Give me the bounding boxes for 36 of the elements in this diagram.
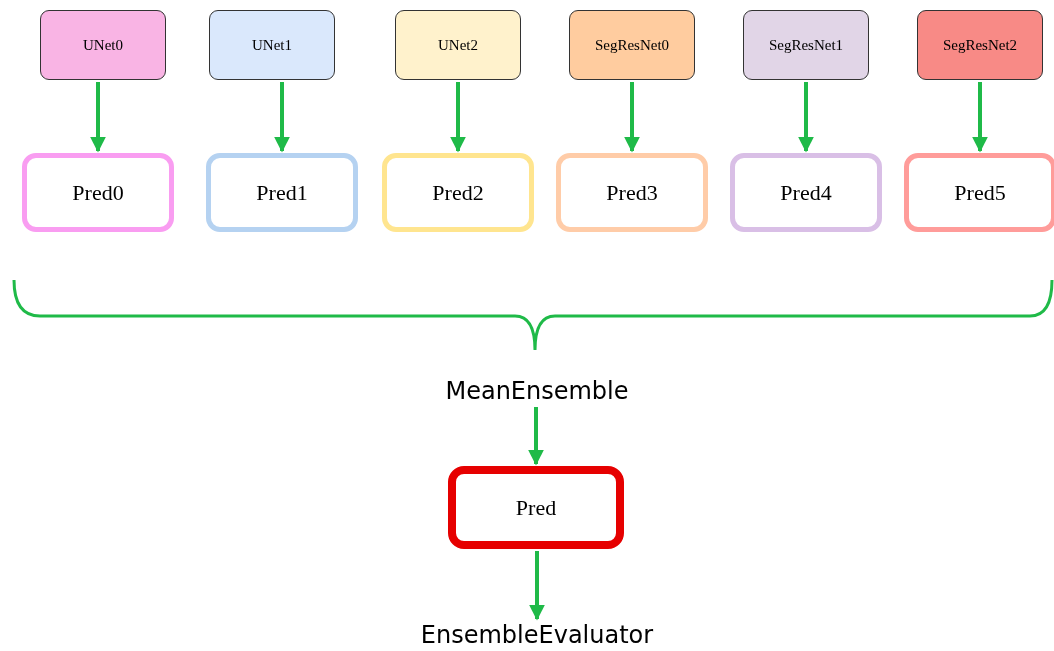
stage-label: MeanEnsemble [445,377,629,405]
node-label: Pred5 [954,179,1006,206]
node-label: Pred0 [72,179,124,206]
prediction-box [904,153,1054,232]
model-box [569,10,695,80]
node-label: Pred [515,494,557,521]
node-label: UNet1 [252,36,292,54]
arrow [798,82,814,153]
model-box [917,10,1043,80]
prediction-box [382,153,534,232]
node-label: Pred4 [780,179,832,206]
arrow [274,82,290,153]
prediction-box [448,466,624,549]
node-label: Pred2 [432,179,484,206]
node-label: SegResNet1 [768,36,844,54]
arrow [624,82,640,153]
prediction-box [22,153,174,232]
node-label: Pred1 [256,179,308,206]
model-box [209,10,335,80]
node-label: SegResNet0 [594,36,670,54]
node-label: UNet0 [83,36,123,54]
node-label: UNet2 [438,36,478,54]
model-box [40,10,166,80]
arrow [972,82,988,153]
prediction-box [730,153,882,232]
prediction-box [556,153,708,232]
node-label: SegResNet2 [942,36,1018,54]
model-box [395,10,521,80]
node-label: Pred3 [606,179,658,206]
model-box [743,10,869,80]
prediction-box [206,153,358,232]
arrow [450,82,466,153]
arrow [528,407,544,466]
arrow [529,551,545,621]
arrow [90,82,106,153]
stage-label: EnsembleEvaluator [420,621,654,649]
